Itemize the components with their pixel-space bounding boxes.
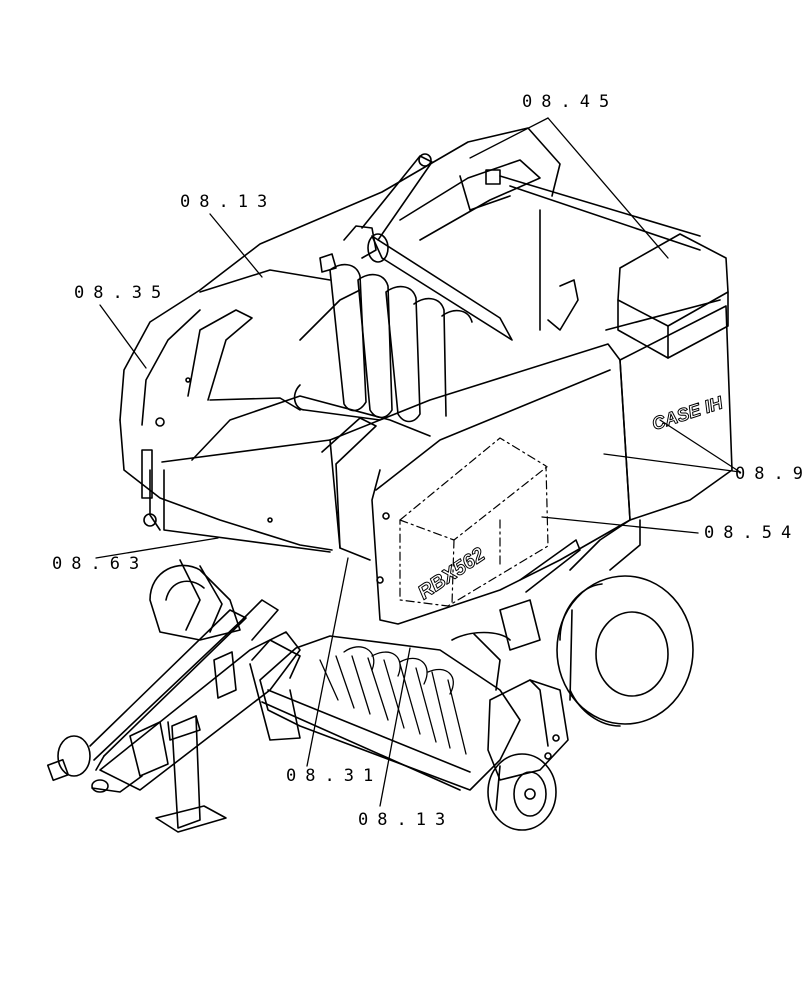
leader-08-9-b xyxy=(659,419,741,473)
callout-08-45: 08.45 xyxy=(522,92,619,112)
callout-08-35: 08.35 xyxy=(74,283,171,303)
leader-08-13-top xyxy=(209,213,263,278)
leader-08-45-b xyxy=(547,117,669,259)
wheels xyxy=(451,539,694,831)
manual-tube xyxy=(399,437,549,607)
model-plate: RBX562 xyxy=(414,544,489,605)
callout-08-63: 08.63 xyxy=(52,554,149,574)
leader-08-13-bottom xyxy=(379,647,411,807)
tongue-hitch xyxy=(46,599,301,833)
callout-08-13-bottom: 08.13 xyxy=(358,810,455,830)
leader-08-63 xyxy=(95,537,219,559)
callout-08-31: 08.31 xyxy=(286,766,383,786)
hydraulic-cylinders xyxy=(451,539,581,691)
gauge-wheel xyxy=(487,753,557,831)
pickup-assembly xyxy=(149,559,569,791)
callout-08-54: 08.54 xyxy=(704,523,801,543)
side-panel xyxy=(161,343,631,625)
decals: CASE IH RBX562 xyxy=(414,392,727,605)
leader-08-45-a xyxy=(469,117,549,159)
main-wheel xyxy=(556,575,694,727)
belt-chamber xyxy=(187,233,513,461)
pto-shaft-end xyxy=(57,735,91,777)
callout-08-13-top: 08.13 xyxy=(180,192,277,212)
leader-08-9-a xyxy=(603,453,741,473)
rear-gate xyxy=(119,127,561,551)
pickup-tines xyxy=(319,646,467,755)
leader-lines xyxy=(95,117,741,807)
jack-stand xyxy=(171,715,201,829)
leader-08-35 xyxy=(99,304,147,369)
case-ih-logo: CASE IH xyxy=(649,392,726,434)
upper-frame xyxy=(319,153,701,331)
rear-light xyxy=(141,449,153,499)
callout-08-9: 08.9 xyxy=(735,464,812,484)
leader-08-31 xyxy=(306,557,349,767)
